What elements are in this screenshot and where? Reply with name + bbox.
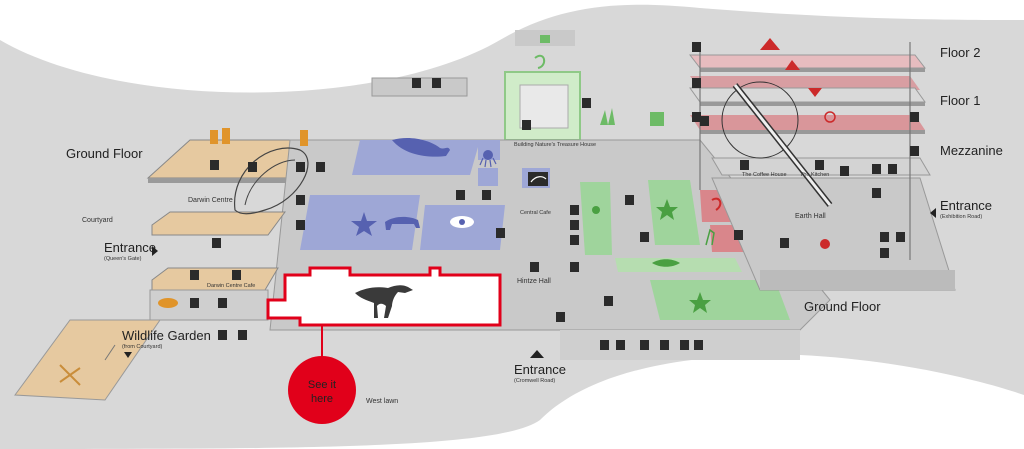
label-mezzanine: Mezzanine [940, 143, 1003, 158]
star-icon [351, 199, 711, 313]
label-treasure-house: Building Nature's Treasure House [514, 142, 596, 148]
octopus-icon [479, 150, 497, 168]
entrance-arrow-queens [152, 246, 158, 256]
plant-icon [600, 108, 615, 125]
human-head-icon [820, 239, 830, 249]
label-kitchen: The Kitchen [800, 172, 829, 178]
see-it-here-badge[interactable] [288, 356, 356, 424]
upper-floors [688, 42, 956, 291]
green-bucket-icon [650, 112, 664, 126]
fish-icon [652, 259, 680, 267]
wildlife-arrow [124, 352, 132, 358]
tiger-icon [385, 216, 420, 230]
dinosaur-icon [355, 285, 413, 318]
seahorse-icon [534, 54, 546, 69]
green-zone-2 [648, 180, 700, 245]
label-wildlife-garden-sub: (from Courtyard) [122, 344, 163, 350]
eye-icon [450, 216, 474, 228]
label-see-it: See it [308, 379, 336, 391]
gem-icon [808, 88, 822, 97]
label-entrance-queens-sub: (Queen's Gate) [104, 256, 142, 262]
label-earth-hall: Earth Hall [795, 213, 826, 220]
green-zone-1 [580, 182, 612, 255]
label-darwin-centre-cafe: Darwin Centre Cafe [207, 283, 255, 289]
lizard-icon [528, 172, 548, 186]
label-ground-floor-left: Ground Floor [66, 146, 143, 161]
label-floor-2: Floor 2 [940, 45, 980, 60]
label-floor-1: Floor 1 [940, 93, 980, 108]
clock-icon [824, 111, 836, 123]
volcano-icon [760, 38, 800, 70]
label-entrance-exhibition-sub: (Exhibition Road) [940, 214, 982, 220]
food-bowl-icon [158, 298, 178, 308]
label-hintze-hall: Hintze Hall [517, 278, 551, 285]
crane-bird-icon [705, 228, 715, 246]
label-entrance-queens[interactable]: Entrance [104, 240, 156, 255]
label-west-lawn: West lawn [366, 398, 398, 405]
label-here: here [311, 393, 333, 405]
man-wave-icon [540, 35, 550, 43]
dragonfly-icon [59, 364, 81, 386]
label-ground-floor-right: Ground Floor [804, 299, 881, 314]
label-entrance-cromwell[interactable]: Entrance [514, 362, 566, 377]
label-darwin-centre: Darwin Centre [188, 197, 233, 204]
whale-icon [392, 137, 450, 157]
label-coffee-house: The Coffee House [742, 172, 787, 178]
green-zone-3 [650, 280, 790, 320]
accessibility-icons [190, 42, 919, 350]
ear-icon [711, 197, 722, 211]
label-wildlife-garden[interactable]: Wildlife Garden [122, 328, 211, 343]
label-central-cafe: Central Cafe [520, 210, 551, 216]
label-courtyard: Courtyard [82, 217, 113, 224]
wildlife-garden-area [14, 319, 161, 401]
label-entrance-exhibition[interactable]: Entrance [940, 198, 992, 213]
entrance-arrow-exhibition [930, 208, 936, 218]
label-entrance-cromwell-sub: (Cromwell Road) [514, 378, 555, 384]
cocoon-art-icon [210, 128, 308, 146]
entrance-arrow-cromwell [530, 350, 544, 358]
spider-icon [592, 206, 600, 214]
